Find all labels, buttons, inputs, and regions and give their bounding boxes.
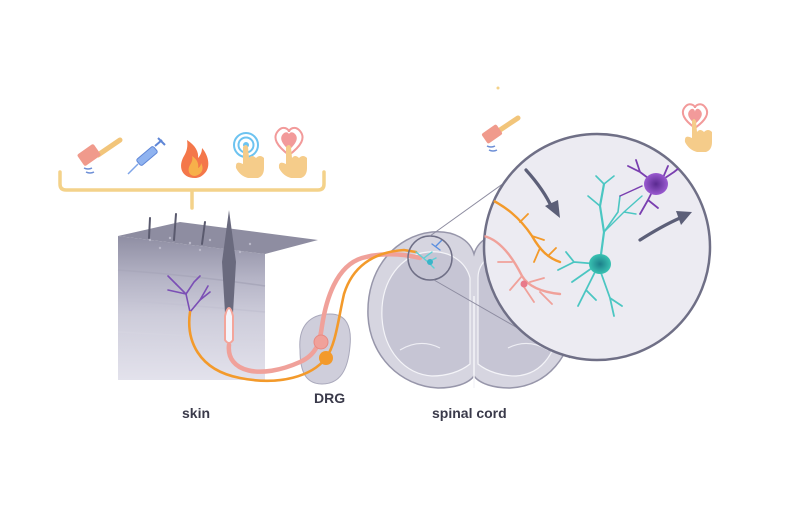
heart-touch-icon: [274, 126, 307, 178]
drg-ganglion: [299, 313, 351, 385]
hammer-icon: [77, 137, 123, 174]
stimuli-icons: [77, 126, 307, 178]
drg-pain-cell-body: [319, 351, 333, 365]
syringe-icon: [127, 137, 166, 175]
spinal-cord-label: spinal cord: [432, 405, 507, 421]
drg-touch-cell-body: [313, 334, 329, 350]
stimuli-bracket: [58, 170, 326, 210]
touch-ripple-icon: [233, 132, 264, 178]
flame-icon: [181, 140, 209, 178]
zoom-magnifier: [482, 132, 712, 362]
signal-arrow-out: [638, 211, 692, 242]
zoom-hammer-icon: [481, 115, 521, 152]
drg-label: DRG: [314, 390, 346, 406]
projection-neuron-soma: [644, 173, 668, 195]
accent-dot: [496, 86, 500, 90]
signal-arrow-in: [524, 168, 560, 218]
dorsal-horn-neurons: [415, 239, 443, 269]
nerve-fibers: [188, 248, 423, 383]
skin-block: [117, 210, 318, 380]
zoom-heart-touch-icon: [681, 103, 712, 152]
skin-label: skin: [182, 405, 211, 421]
interneuron-soma: [589, 254, 611, 274]
